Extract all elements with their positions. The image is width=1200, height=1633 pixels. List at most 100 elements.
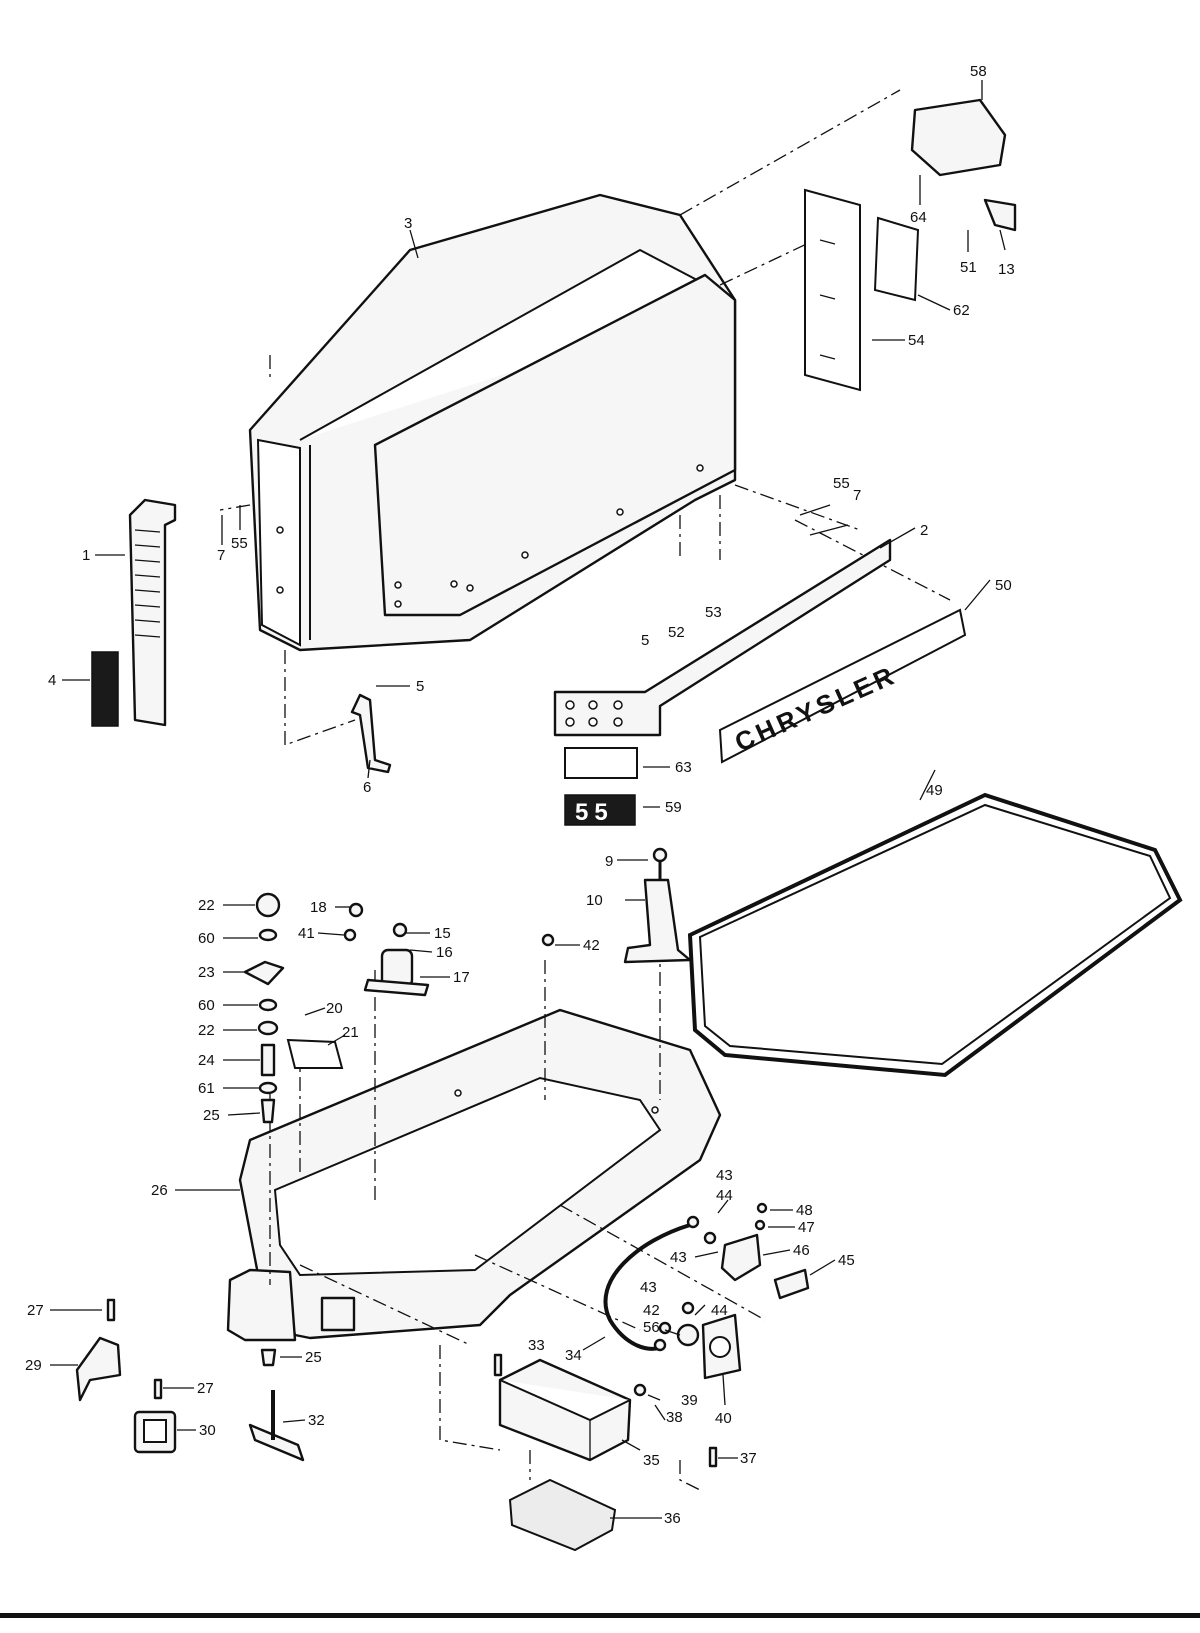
callout-27b: 27 [197, 1380, 214, 1397]
callout-32: 32 [308, 1412, 325, 1429]
callout-1: 1 [82, 547, 90, 564]
callout-33: 33 [528, 1337, 545, 1354]
callout-60a: 60 [198, 930, 215, 947]
assembly-lines-upper [219, 89, 951, 746]
grille-decal [91, 651, 119, 727]
nameplate-strip [718, 608, 967, 764]
callout-44b: 44 [711, 1302, 728, 1319]
callout-37: 37 [740, 1450, 757, 1467]
callout-22b: 22 [198, 1022, 215, 1039]
callout-46: 46 [793, 1242, 810, 1259]
callout-3: 3 [404, 215, 412, 232]
sponge-pad [508, 1478, 617, 1552]
callout-13: 13 [998, 261, 1015, 278]
callout-9: 9 [605, 853, 613, 870]
lower-left-parts [75, 1298, 305, 1462]
callout-26: 26 [151, 1182, 168, 1199]
callout-5a: 5 [416, 678, 424, 695]
callout-58: 58 [970, 63, 987, 80]
callout-52: 52 [668, 624, 685, 641]
callout-24: 24 [198, 1052, 215, 1069]
callout-leaders [50, 80, 1006, 1519]
callout-27a: 27 [27, 1302, 44, 1319]
callout-labels: 3 58 64 51 13 62 54 1 7 55 4 5 6 55 7 2 … [25, 63, 1015, 1527]
callout-29: 29 [25, 1357, 42, 1374]
adhesive-pad [873, 216, 920, 302]
callout-43b: 43 [670, 1249, 687, 1266]
hp-badge-text: 55 [575, 799, 614, 826]
callout-4: 4 [48, 672, 56, 689]
nameplate-label: CHRYSLER [730, 659, 901, 757]
callout-42a: 42 [583, 937, 600, 954]
relay-assembly [343, 902, 555, 997]
callout-36: 36 [664, 1510, 681, 1527]
mounting-bracket [350, 693, 392, 774]
callout-60b: 60 [198, 997, 215, 1014]
callout-15: 15 [434, 925, 451, 942]
top-bracket [910, 98, 1007, 177]
rear-trim-bar [553, 538, 892, 737]
callout-34: 34 [565, 1347, 582, 1364]
callout-55a: 55 [231, 535, 248, 552]
grille-slots [134, 529, 161, 638]
callout-40: 40 [715, 1410, 732, 1427]
callout-2: 2 [920, 522, 928, 539]
callout-61: 61 [198, 1080, 215, 1097]
callout-35: 35 [643, 1452, 660, 1469]
callout-54: 54 [908, 332, 925, 349]
side-plate [804, 188, 861, 392]
fastener-stack [243, 892, 285, 1124]
pan-latch-window [320, 1296, 356, 1332]
callout-6: 6 [363, 779, 371, 796]
assembly-lines-lower [269, 945, 766, 1491]
callout-7a: 7 [217, 547, 225, 564]
callout-45: 45 [838, 1252, 855, 1269]
callout-47: 47 [798, 1219, 815, 1236]
mounting-plate-21 [286, 1038, 344, 1069]
callout-25a: 25 [203, 1107, 220, 1124]
callout-39: 39 [681, 1392, 698, 1409]
callout-10: 10 [586, 892, 603, 909]
callout-62: 62 [953, 302, 970, 319]
callout-63: 63 [675, 759, 692, 776]
callout-20: 20 [326, 1000, 343, 1017]
callout-38: 38 [666, 1409, 683, 1426]
callout-21: 21 [342, 1024, 359, 1041]
callout-30: 30 [199, 1422, 216, 1439]
trim-spacer [564, 747, 638, 779]
callout-56: 56 [643, 1319, 660, 1336]
callout-5b: 5 [641, 632, 649, 649]
callout-16: 16 [436, 944, 453, 961]
callout-7b: 7 [853, 487, 861, 504]
callout-44a: 44 [716, 1187, 733, 1204]
callout-25b: 25 [305, 1349, 322, 1366]
callout-48: 48 [796, 1202, 813, 1219]
motor-cover-upper [248, 193, 737, 652]
callout-43a: 43 [716, 1167, 733, 1184]
page-bottom-rule [0, 1613, 1200, 1618]
hood-latch-bracket [623, 847, 692, 964]
lower-motor-pan [226, 1008, 722, 1342]
spring-clip [983, 198, 1017, 232]
callout-64: 64 [910, 209, 927, 226]
callout-17: 17 [453, 969, 470, 986]
callout-42b: 42 [643, 1302, 660, 1319]
callout-43c: 43 [640, 1279, 657, 1296]
callout-41: 41 [298, 925, 315, 942]
callout-59: 59 [665, 799, 682, 816]
cover-seal [687, 792, 1183, 1078]
trim-bar-holes [565, 700, 623, 727]
callout-22a: 22 [198, 897, 215, 914]
callout-50: 50 [995, 577, 1012, 594]
hp-badge [564, 794, 636, 826]
callout-51: 51 [960, 259, 977, 276]
callout-23: 23 [198, 964, 215, 981]
callout-18: 18 [310, 899, 327, 916]
side-plate-slots [819, 239, 836, 360]
callout-55b: 55 [833, 475, 850, 492]
electrical-assembly [603, 1202, 810, 1397]
callout-53: 53 [705, 604, 722, 621]
callout-49: 49 [926, 782, 943, 799]
side-grille-panel [128, 498, 177, 727]
